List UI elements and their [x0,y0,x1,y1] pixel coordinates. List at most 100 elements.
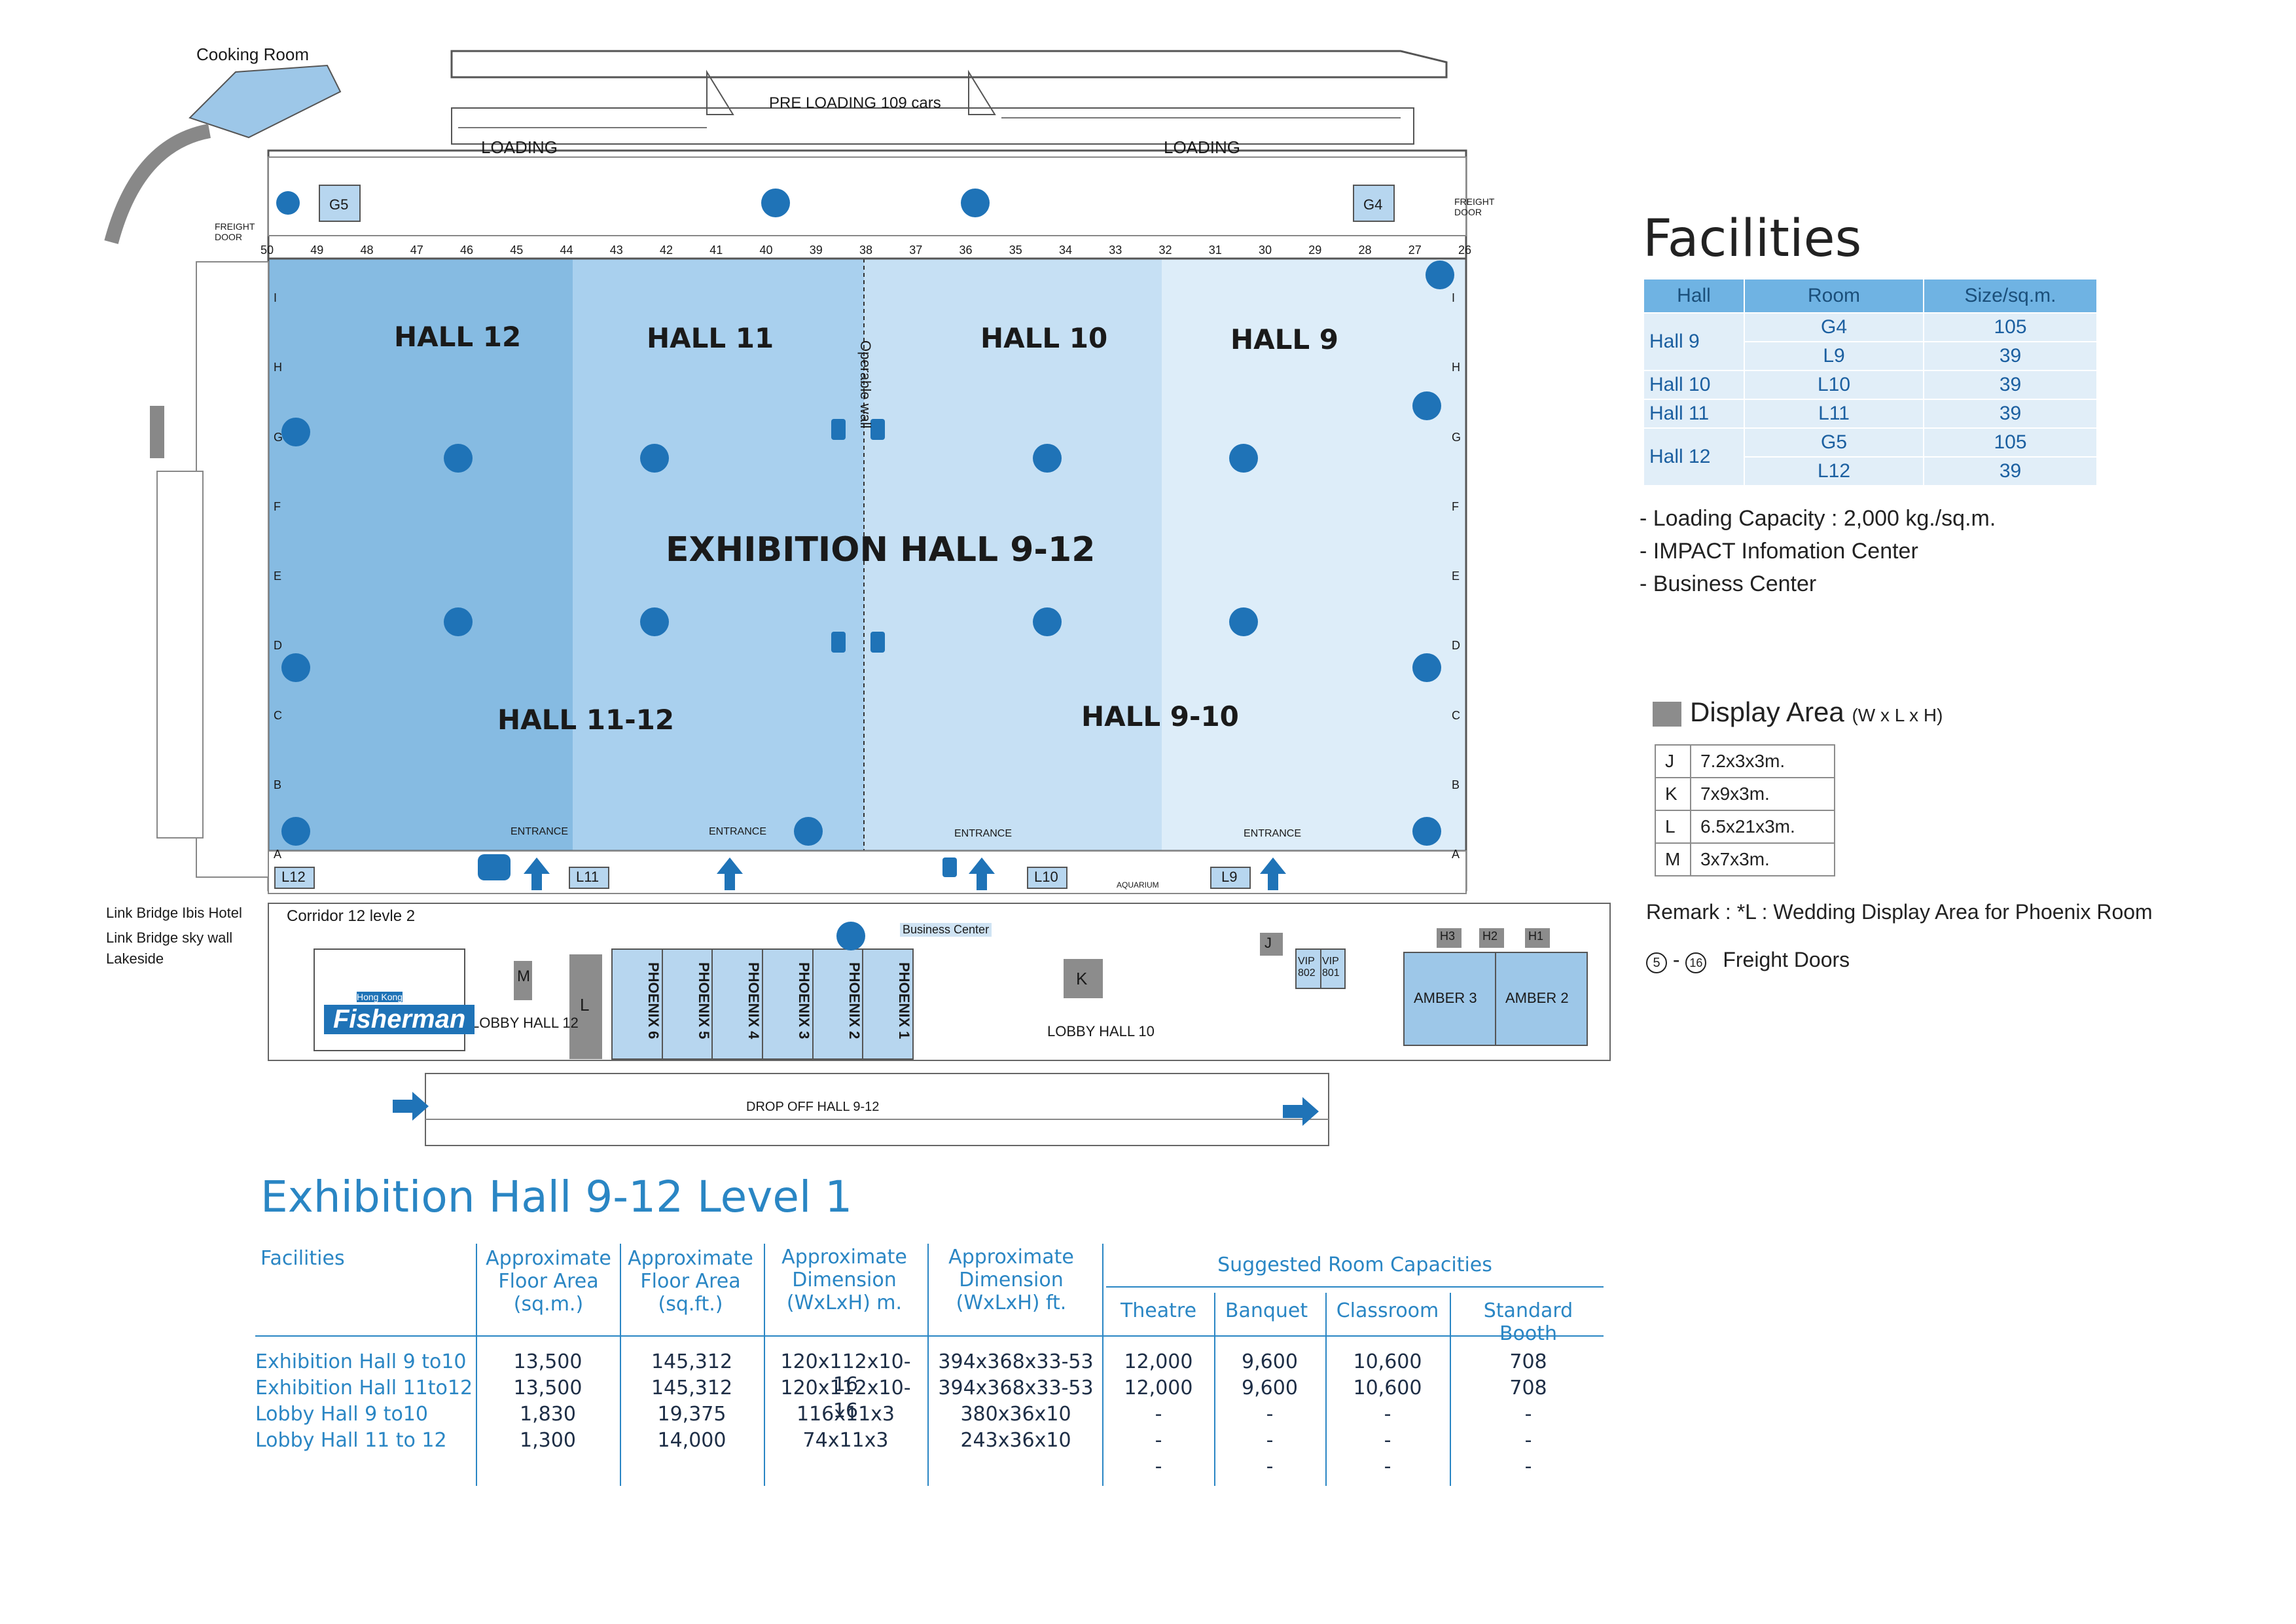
hall-11-12-label: HALL 11-12 [497,704,675,736]
column-number: 35 [1009,244,1022,257]
facilities-size-cell: 39 [1923,399,2098,429]
head-dim-ft: Approximate Dimension (WxLxH) ft. [948,1246,1074,1314]
column-number: 44 [560,244,573,257]
capacity-cell-dim_m: 116x11x3 [796,1403,895,1426]
capacity-cell-sqft: 145,312 [651,1350,733,1373]
capacity-cell-classroom: - [1384,1429,1391,1452]
row-letter-right: G [1452,430,1462,444]
link-bridge-sky: Link Bridge sky wall [106,929,233,946]
capacity-cell-booth: - [1524,1429,1532,1452]
capacity-cell-dim_m: 120x112x10-16 [780,1377,911,1422]
capacity-cell-sqm: 1,830 [520,1403,576,1426]
information-icon [276,189,1454,950]
display-k-label: K [1076,969,1088,988]
column-number: 30 [1259,244,1272,257]
capacity-row-name: Exhibition Hall 9 to10 [255,1350,467,1373]
freight-doors-legend: 5 - 16 Freight Doors [1646,948,1850,973]
room-l10-label: L10 [1034,869,1058,885]
room-g5 [319,185,361,222]
sub-theatre: Theatre [1120,1299,1197,1322]
freight-dash: - [1672,948,1686,971]
display-j [1260,933,1283,956]
capacity-cell-booth: - [1524,1403,1532,1426]
cooking-room-block [188,64,342,139]
capacity-cell-banquet: - [1266,1403,1274,1426]
drop-off-label: DROP OFF HALL 9-12 [746,1100,880,1114]
facilities-hall-cell: Hall 11 [1643,399,1745,429]
column-number: 29 [1308,244,1322,257]
capacity-cell-dim_ft: 380x36x10 [960,1403,1071,1426]
row-letter-left: H [274,361,282,374]
row-letter-right: C [1452,708,1460,722]
entrance-label-1: ENTRANCE [511,826,569,837]
phoenix-room-label: PHOENIX 6 [645,962,662,1039]
arrow-up-icon [524,857,1286,890]
capacity-cell-sqft: 14,000 [657,1429,726,1452]
col-rule-2 [620,1244,621,1486]
row-letter-left: D [274,639,282,653]
phoenix-room-label: PHOENIX 4 [745,962,762,1039]
capacity-cell-dim_ft: 243x36x10 [960,1429,1071,1452]
hall-12-area [268,259,573,851]
display-swatch [1653,702,1681,727]
column-number: 38 [859,244,873,257]
facilities-size-cell: 39 [1923,456,2098,486]
facilities-room-cell: L11 [1744,399,1924,429]
display-k [1064,959,1103,998]
loading-left-label: LOADING [481,137,558,157]
col-hall: Hall [1643,278,1745,314]
floor-plan [104,50,1611,1146]
capacity-cell-sqft: 145,312 [651,1377,733,1399]
column-number: 42 [660,244,673,257]
capacity-cell-theatre: - [1155,1403,1162,1426]
hall-9-label: HALL 9 [1230,323,1339,355]
column-number: 45 [510,244,524,257]
facilities-room-cell: G5 [1744,427,1924,458]
freight-doors-text: Freight Doors [1723,948,1850,971]
business-center-label: Business Center [900,923,992,937]
hall-9-10-label: HALL 9-10 [1081,700,1239,732]
column-number: 33 [1109,244,1122,257]
capacity-cell-classroom: - [1384,1403,1391,1426]
capacity-cell-sqft: 19,375 [657,1403,726,1426]
facilities-room-cell: L9 [1744,341,1924,371]
room-g4 [1353,185,1395,222]
row-letter-right: E [1452,569,1460,583]
aquarium-label: AQUARIUM [1117,880,1159,890]
row-letter-left: E [274,569,282,583]
display-area-heading: Display Area (W x L x H) [1690,696,1943,728]
capacity-cell-sqm: 13,500 [513,1350,583,1373]
freight-door-left: FREIGHT DOOR [215,221,255,242]
hall-12-label: HALL 12 [394,321,522,353]
column-number: 37 [909,244,923,257]
phoenix-room-label: PHOENIX 2 [846,962,863,1039]
capacity-cell-sqm: 13,500 [513,1377,583,1399]
facilities-heading: Facilities [1643,209,1862,268]
remark: Remark : *L : Wedding Display Area for P… [1646,900,2153,924]
column-number: 48 [360,244,374,257]
capacity-cell-banquet: 9,600 [1242,1350,1298,1373]
display-size-cell: 7x9x3m. [1690,777,1835,811]
room-l11-label: L11 [576,869,600,885]
h3-label: H3 [1440,929,1456,943]
entrance-label-4: ENTRANCE [1244,828,1302,839]
capacity-row-name: Lobby Hall 9 to10 [255,1403,428,1426]
col-rule-6 [1214,1293,1215,1486]
capacity-cell-booth: 708 [1509,1377,1547,1399]
vip-802-label: VIP 802 [1298,956,1316,979]
column-number: 49 [310,244,324,257]
link-bridge-ibis: Link Bridge Ibis Hotel [106,905,242,921]
column-number: 34 [1059,244,1073,257]
lobby-hall-12-label: LOBBY HALL 12 [471,1015,579,1031]
facilities-hall-cell: Hall 10 [1643,370,1745,400]
arrow-right-icon [393,1092,1319,1126]
restaurant-top: Hong Kong [357,992,403,1002]
hall-11-area [573,259,864,851]
pre-loading-label: PRE LOADING 109 cars [769,94,941,112]
room-l12-label: L12 [281,869,306,885]
col-size: Size/sq.m. [1923,278,2098,314]
